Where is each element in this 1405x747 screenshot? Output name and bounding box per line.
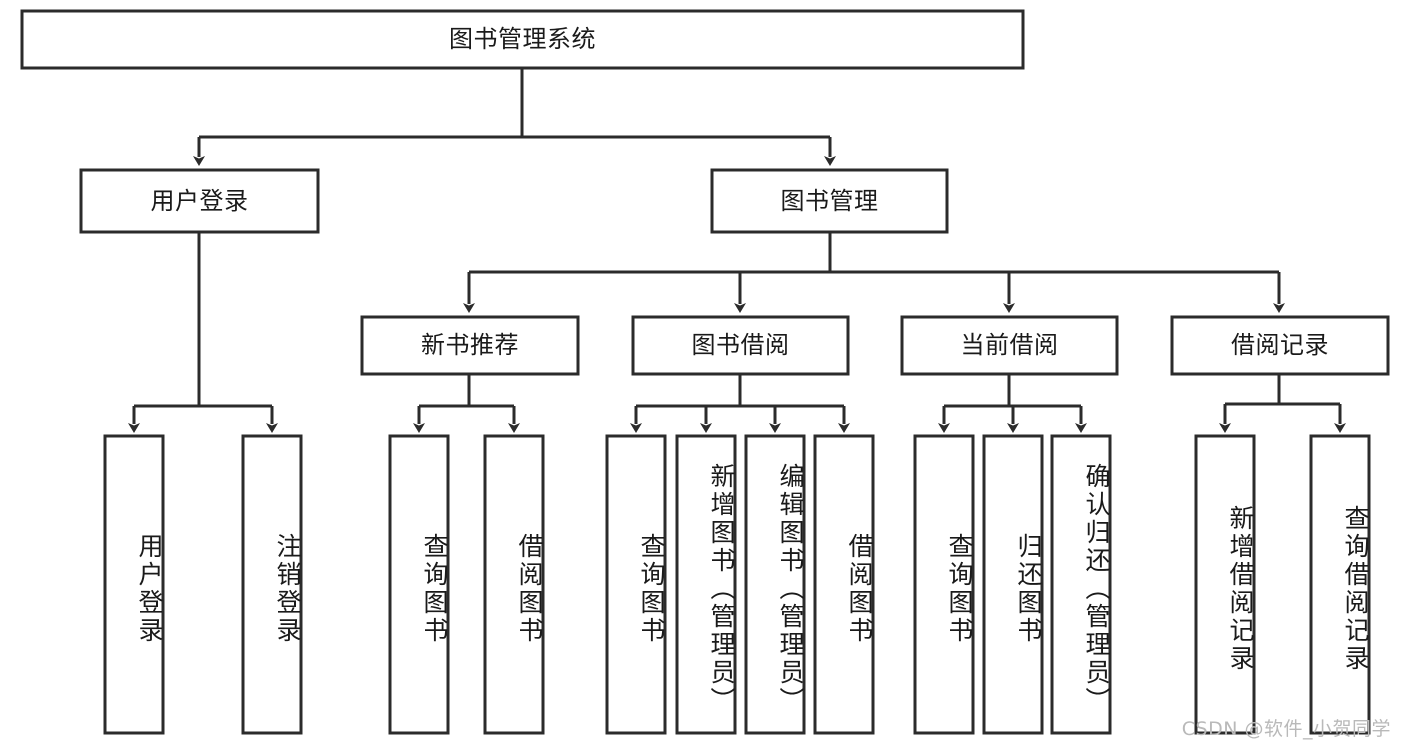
node-box-leaf-current-borrow-2[interactable] bbox=[1050, 434, 1112, 735]
node-box-leaf-book-borrow-0[interactable] bbox=[605, 434, 667, 735]
node-box-leaf-new-book-1[interactable] bbox=[483, 434, 545, 735]
node-box-leaf-user-login-1[interactable] bbox=[241, 434, 303, 735]
watermark-text: CSDN @软件_小贺同学 bbox=[1181, 718, 1391, 740]
node-box-root[interactable] bbox=[20, 9, 1025, 70]
node-box-leaf-borrow-record-1[interactable] bbox=[1309, 434, 1371, 735]
node-box-leaf-current-borrow-1[interactable] bbox=[982, 434, 1044, 735]
node-box-current-borrow[interactable] bbox=[900, 315, 1119, 376]
node-box-user-login[interactable] bbox=[79, 168, 320, 234]
node-box-leaf-book-borrow-1[interactable] bbox=[675, 434, 737, 735]
node-box-book-borrow[interactable] bbox=[631, 315, 850, 376]
node-box-new-book-recommend[interactable] bbox=[360, 315, 580, 376]
node-box-borrow-record[interactable] bbox=[1170, 315, 1390, 376]
node-box-leaf-borrow-record-0[interactable] bbox=[1194, 434, 1256, 735]
node-box-leaf-book-borrow-3[interactable] bbox=[813, 434, 875, 735]
node-box-leaf-user-login-0[interactable] bbox=[103, 434, 165, 735]
node-box-leaf-current-borrow-0[interactable] bbox=[913, 434, 975, 735]
node-box-leaf-book-borrow-2[interactable] bbox=[744, 434, 806, 735]
node-box-leaf-new-book-0[interactable] bbox=[388, 434, 450, 735]
node-box-book-management[interactable] bbox=[710, 168, 949, 234]
